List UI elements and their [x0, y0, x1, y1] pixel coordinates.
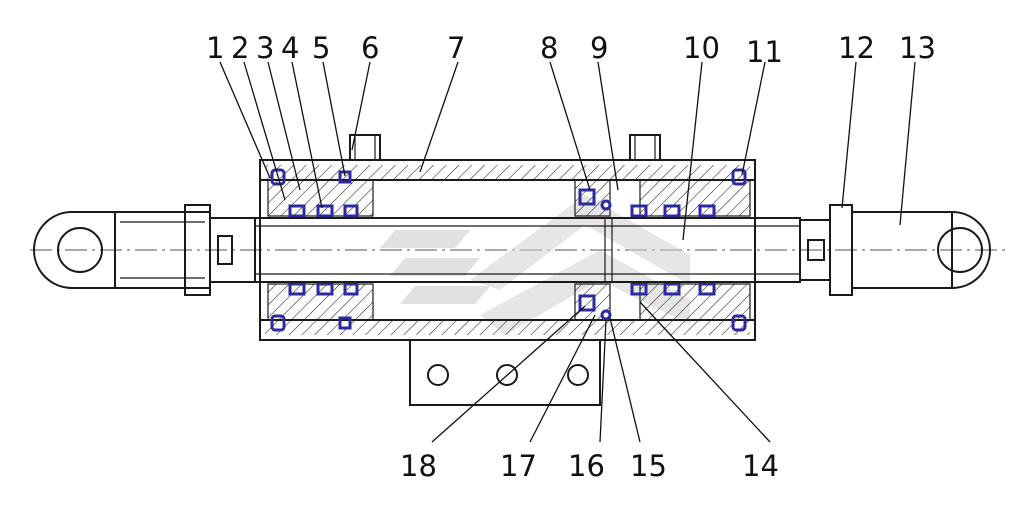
callout-14: 14 — [742, 449, 779, 483]
watermark-logo — [380, 195, 690, 335]
callout-2: 2 — [231, 31, 249, 65]
right-rod-eye — [829, 204, 991, 296]
callout-5: 5 — [312, 31, 330, 65]
callout-4: 4 — [281, 31, 299, 65]
callout-18: 18 — [400, 449, 437, 483]
callout-6: 6 — [361, 31, 379, 65]
callout-1: 1 — [206, 31, 224, 65]
left-rod-eye — [33, 204, 256, 296]
callout-7: 7 — [447, 31, 465, 65]
callout-3: 3 — [256, 31, 274, 65]
callout-13: 13 — [899, 31, 936, 65]
callout-11: 11 — [746, 35, 783, 69]
callout-8: 8 — [540, 31, 558, 65]
callout-10: 10 — [683, 31, 720, 65]
callout-labels: 1 2 3 4 5 6 7 8 9 10 11 12 13 14 15 16 1… — [206, 31, 936, 483]
callout-16: 16 — [568, 449, 605, 483]
piston-rod — [254, 217, 831, 283]
callout-9: 9 — [590, 31, 608, 65]
callout-15: 15 — [630, 449, 667, 483]
callout-17: 17 — [500, 449, 537, 483]
hydraulic-ports — [349, 134, 661, 161]
callout-12: 12 — [838, 31, 875, 65]
leader-lines — [219, 61, 916, 443]
mounting-bracket — [409, 339, 601, 406]
